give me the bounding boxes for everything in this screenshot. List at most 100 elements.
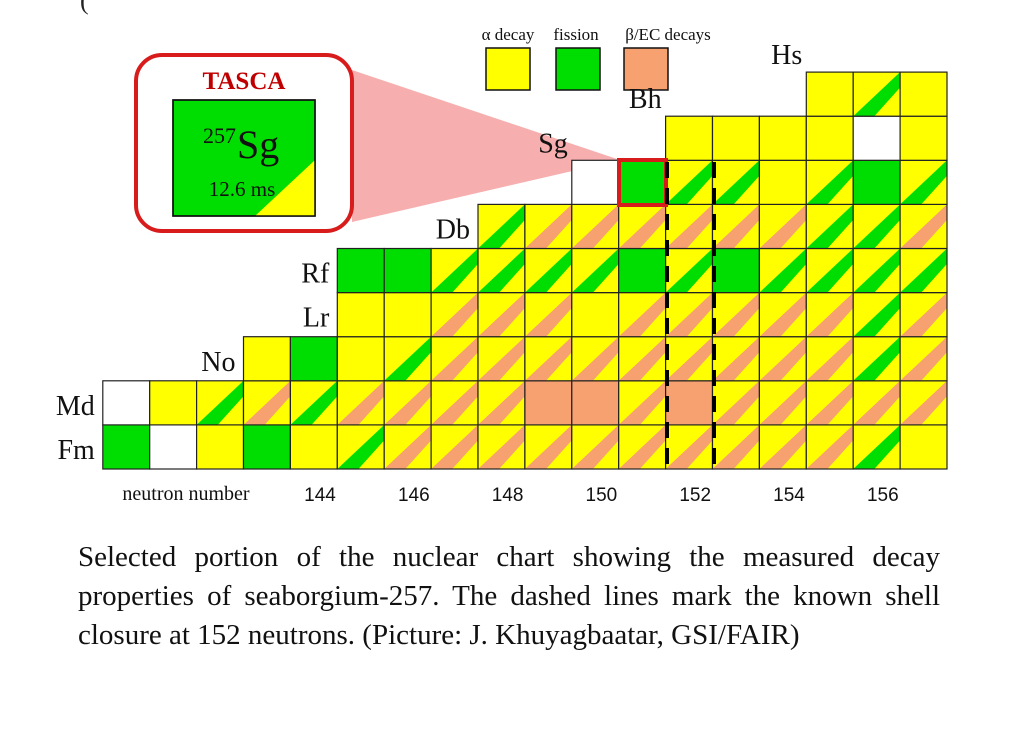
nuclide-cell [383,424,432,470]
nuclide-cell [149,380,198,426]
axis-tick-label: 148 [492,485,524,506]
nuclide-cell [758,424,807,470]
nuclide-cell [664,159,714,206]
nuclide-cell [758,159,807,206]
nuclide-cell [899,380,948,426]
nuclide-cell [618,424,667,470]
nuclide-cell [899,247,948,294]
nuclide-cell [758,203,807,250]
nuclide-cell [758,292,807,338]
nuclide-cell [477,380,526,426]
nuclide-cell [618,336,667,382]
element-label-md: Md [56,391,95,422]
nuclide-cell [383,380,432,426]
nuclide-cell [758,380,807,426]
nuclide-cell [899,292,948,338]
nuclide-cell [852,159,901,206]
axis-tick-label: 144 [304,485,336,506]
nuclide-cell [571,203,620,250]
nuclide-cell [477,292,526,338]
nuclide-cell [524,247,573,294]
cropped-top-text: ( [80,0,89,15]
axis-label: neutron number [122,483,250,505]
nuclide-cell [618,380,667,426]
nuclide-cell [711,380,761,426]
nuclide-cell [711,247,761,294]
nuclide-cell [664,336,714,382]
nuclide-cell [664,380,714,426]
nuclide-cell [664,203,714,250]
zoom-symbol: Sg [237,122,279,167]
axis-tick-label: 150 [586,485,618,506]
nuclide-cell [430,292,479,338]
nuclide-cell [899,203,948,250]
nuclide-cell [805,424,854,470]
element-label-rf: Rf [301,259,330,290]
legend-fission-label: fission [553,25,599,44]
nuclide-cell [430,247,479,294]
legend-alpha-swatch [485,47,531,91]
nuclide-cell [242,424,292,470]
axis-tick-label: 146 [398,485,430,506]
nuclide-cell [852,336,901,382]
nuclide-cell [571,159,620,206]
nuclide-cell [477,203,526,250]
nuclide-cell [383,336,432,382]
figure-caption: Selected portion of the nuclear chart sh… [78,541,940,651]
nuclide-cell [289,380,338,426]
nuclide-cell [102,424,151,470]
zoom-half-life: 12.6 ms [209,177,276,201]
nuclide-cell [618,203,667,250]
nuclide-cell [102,380,151,426]
nuclide-cell [805,115,854,161]
nuclide-cell [289,424,338,470]
element-label-hs: Hs [771,40,802,71]
legend-alpha-label: α decay [482,25,535,44]
nuclide-cell [664,424,714,470]
nuclide-cell [336,292,385,338]
nuclide-cell [805,159,854,206]
nuclide-cell [852,424,901,470]
nuclide-cell [618,247,667,294]
nuclide-cell [852,247,901,294]
nuclide-cell [336,336,385,382]
nuclide-cell [711,159,761,206]
nuclide-cell [571,336,620,382]
tasca-label: TASCA [203,68,286,95]
nuclide-cell [524,336,573,382]
nuclide-cell [805,71,854,117]
nuclide-cell [477,424,526,470]
nuclide-cell [899,159,948,206]
nuclide-cell [242,336,292,382]
nuclide-cell [477,247,526,294]
nuclide-cell [664,292,714,338]
nuclide-cell [430,424,479,470]
nuclide-cell [664,115,714,161]
nuclide-cell [711,115,761,161]
nuclide-cell [477,336,526,382]
nuclide-cell [805,380,854,426]
nuclide-cell [571,247,620,294]
nuclide-cell [711,203,761,250]
axis-tick-label: 154 [773,485,805,506]
nuclide-cell [711,424,761,470]
nuclide-cell [383,247,432,294]
nuclide-cell [758,115,807,161]
nuclide-cell [430,380,479,426]
nuclide-cell [383,292,432,338]
nuclide-cell [571,292,620,338]
nuclide-cell [899,424,948,470]
nuclide-cell [899,336,948,382]
nuclide-cell [852,115,901,161]
nuclide-cell [805,336,854,382]
zoom-mass-number: 257 [203,123,236,148]
nuclide-cell [805,203,854,250]
nuclide-cell [852,380,901,426]
legend-fission-swatch [555,47,601,91]
axis-tick-label: 156 [867,485,899,506]
element-label-bh: Bh [629,84,662,115]
nuclide-cell [664,247,714,294]
nuclide-cell [758,336,807,382]
